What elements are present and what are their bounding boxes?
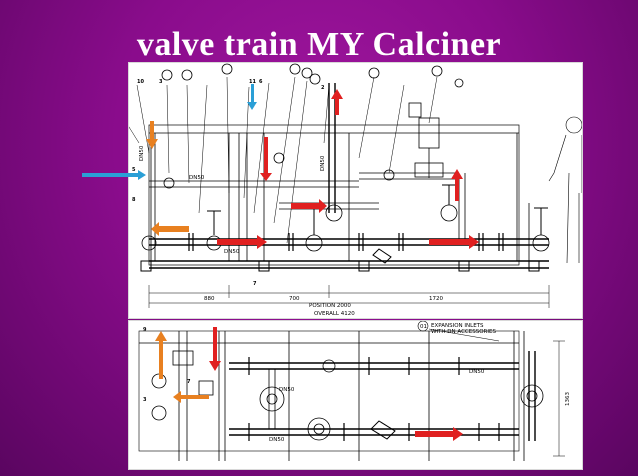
item-number-7: 7 bbox=[253, 281, 257, 287]
flow-arrow-blue-down bbox=[247, 84, 257, 110]
bottom-line-size-2: DN50 bbox=[269, 437, 285, 443]
note-text-line-1: EXPANSION INLETS bbox=[431, 323, 484, 329]
bottom-flow-arrows bbox=[155, 327, 463, 441]
item-number-5: 5 bbox=[132, 167, 136, 173]
bottom-dimension: 1363 bbox=[565, 392, 571, 406]
flow-arrow-red-main bbox=[217, 235, 267, 249]
flow-arrow-red-up bbox=[331, 89, 343, 115]
flow-arrow-red-up-right bbox=[451, 169, 463, 201]
skid-frame bbox=[148, 124, 520, 266]
flow-arrow-blue-inlet bbox=[82, 170, 146, 180]
item-number-6: 6 bbox=[259, 79, 263, 85]
flow-arrow-red-bottom bbox=[415, 427, 463, 441]
dimension-1720: 1720 bbox=[429, 296, 443, 302]
item-number-8: 8 bbox=[132, 197, 136, 203]
item-bubbles bbox=[161, 63, 464, 88]
item-number-3: 3 bbox=[159, 79, 163, 85]
dimension-caption-overall: OVERALL 4120 bbox=[314, 311, 355, 317]
note-marker: 01 bbox=[420, 324, 427, 330]
bottom-valve-train-drawing: 9 3 7 DN50 DN50 DN50 01 EXPANSION INLETS… bbox=[128, 320, 583, 470]
flow-arrow-orange-left-bottom bbox=[173, 391, 209, 403]
line-size-label-1: DN50 bbox=[320, 155, 326, 171]
flow-arrow-orange-down bbox=[146, 121, 158, 149]
item-number-2: 2 bbox=[321, 85, 325, 91]
top-drawing-svg: 5 8 10 3 11 6 2 7 DN50 DN50 DN50 DN50 88… bbox=[129, 63, 582, 317]
flow-arrow-red-vertical bbox=[260, 137, 272, 181]
dimension-lines bbox=[148, 285, 550, 308]
top-valve-train-drawing: 5 8 10 3 11 6 2 7 DN50 DN50 DN50 DN50 88… bbox=[128, 62, 583, 319]
flow-arrow-red-main-2 bbox=[429, 235, 479, 249]
flow-arrows bbox=[146, 89, 479, 249]
bottom-drawing-svg: 9 3 7 DN50 DN50 DN50 01 EXPANSION INLETS… bbox=[138, 321, 571, 461]
dimension-880: 880 bbox=[204, 296, 215, 302]
note-text-line-2: WITH DN ACCESSORIES bbox=[431, 329, 496, 335]
line-size-label-2: DN50 bbox=[139, 145, 145, 161]
bottom-line-size-3: DN50 bbox=[279, 387, 295, 393]
flow-arrow-red-short bbox=[291, 199, 327, 213]
slide-title: valve train MY Calciner bbox=[136, 26, 502, 63]
flow-arrow-red-down bbox=[209, 327, 221, 371]
item-number-10: 10 bbox=[137, 79, 144, 85]
item-number-11: 11 bbox=[249, 79, 256, 85]
flow-arrow-orange-up bbox=[155, 331, 167, 379]
line-size-label-4: DN50 bbox=[189, 175, 205, 181]
flow-arrow-orange-left bbox=[151, 222, 189, 236]
bottom-item-number-3: 3 bbox=[143, 397, 147, 403]
bottom-line-size-1: DN50 bbox=[469, 369, 485, 375]
bottom-item-number-9: 9 bbox=[143, 327, 147, 333]
dimension-700: 700 bbox=[289, 296, 300, 302]
bottom-item-number-7: 7 bbox=[187, 379, 191, 385]
operator-figure bbox=[548, 116, 582, 264]
dimension-caption-position: POSITION 2000 bbox=[309, 303, 351, 309]
line-size-label-3: DN50 bbox=[224, 249, 240, 255]
